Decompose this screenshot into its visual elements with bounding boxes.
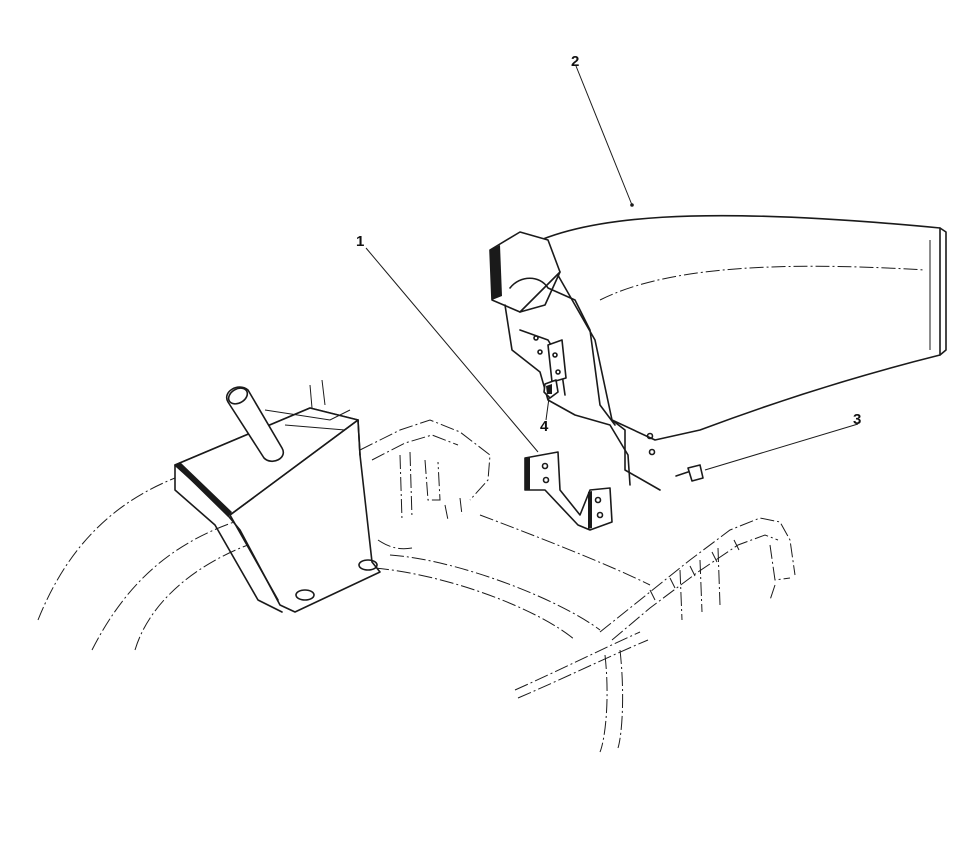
frame-rail-right (599, 517, 796, 641)
frame-bracket-center (359, 419, 491, 550)
part-1-bracket (524, 451, 613, 531)
part-3-bolt (675, 464, 704, 482)
callout-4: 4 (540, 418, 549, 435)
fender-outline (37, 477, 651, 753)
part-4-clip (543, 379, 559, 399)
leader-lines (365, 65, 859, 471)
part-2-duct (489, 214, 947, 491)
callout-3: 3 (853, 411, 861, 428)
battery-box-assembly (174, 379, 381, 613)
callout-1: 1 (356, 233, 364, 250)
callout-2: 2 (571, 53, 579, 70)
